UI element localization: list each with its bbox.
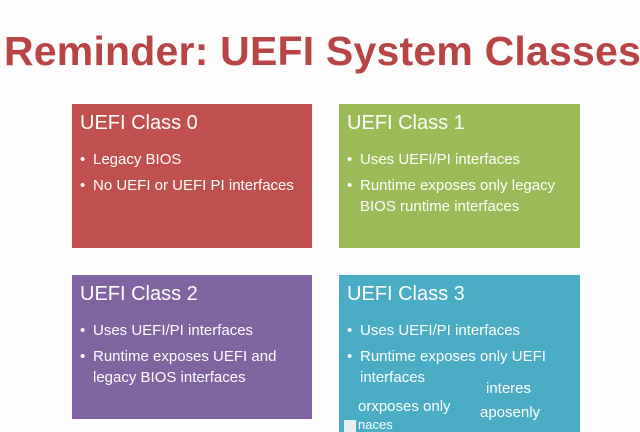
class-0-bullet: No UEFI or UEFI PI interfaces <box>80 175 304 196</box>
class-3-bullets: Uses UEFI/PI interfaces Runtime exposes … <box>347 320 572 388</box>
class-1-card: UEFI Class 1 Uses UEFI/PI interfaces Run… <box>339 104 580 248</box>
class-3-bullet: Runtime exposes only UEFI interfaces <box>347 346 572 388</box>
class-1-bullet: Uses UEFI/PI interfaces <box>347 149 572 170</box>
class-0-bullets: Legacy BIOS No UEFI or UEFI PI interface… <box>80 149 304 196</box>
class-1-title: UEFI Class 1 <box>347 112 465 134</box>
render-artifact-text: interes <box>486 380 532 397</box>
render-artifact-blot <box>344 420 356 432</box>
class-2-bullet: Runtime exposes UEFI and legacy BIOS int… <box>80 346 304 388</box>
class-1-bullets: Uses UEFI/PI interfaces Runtime exposes … <box>347 149 572 217</box>
class-3-card: UEFI Class 3 Uses UEFI/PI interfaces Run… <box>339 275 580 432</box>
class-2-card: UEFI Class 2 Uses UEFI/PI interfaces Run… <box>72 275 312 419</box>
render-artifact-text: aposenly <box>480 404 541 421</box>
class-3-title: UEFI Class 3 <box>347 283 465 305</box>
render-artifact-text: naces <box>358 417 393 432</box>
class-1-bullet: Runtime exposes only legacy BIOS runtime… <box>347 175 572 217</box>
class-2-bullet: Uses UEFI/PI interfaces <box>80 320 304 341</box>
class-3-bullet: Uses UEFI/PI interfaces <box>347 320 572 341</box>
class-2-bullets: Uses UEFI/PI interfaces Runtime exposes … <box>80 320 304 388</box>
class-2-title: UEFI Class 2 <box>80 283 198 305</box>
render-artifact-text: orxposes only <box>358 398 451 415</box>
class-0-title: UEFI Class 0 <box>80 112 198 134</box>
slide-title: Reminder: UEFI System Classes <box>4 28 640 74</box>
class-0-card: UEFI Class 0 Legacy BIOS No UEFI or UEFI… <box>72 104 312 248</box>
class-0-bullet: Legacy BIOS <box>80 149 304 170</box>
